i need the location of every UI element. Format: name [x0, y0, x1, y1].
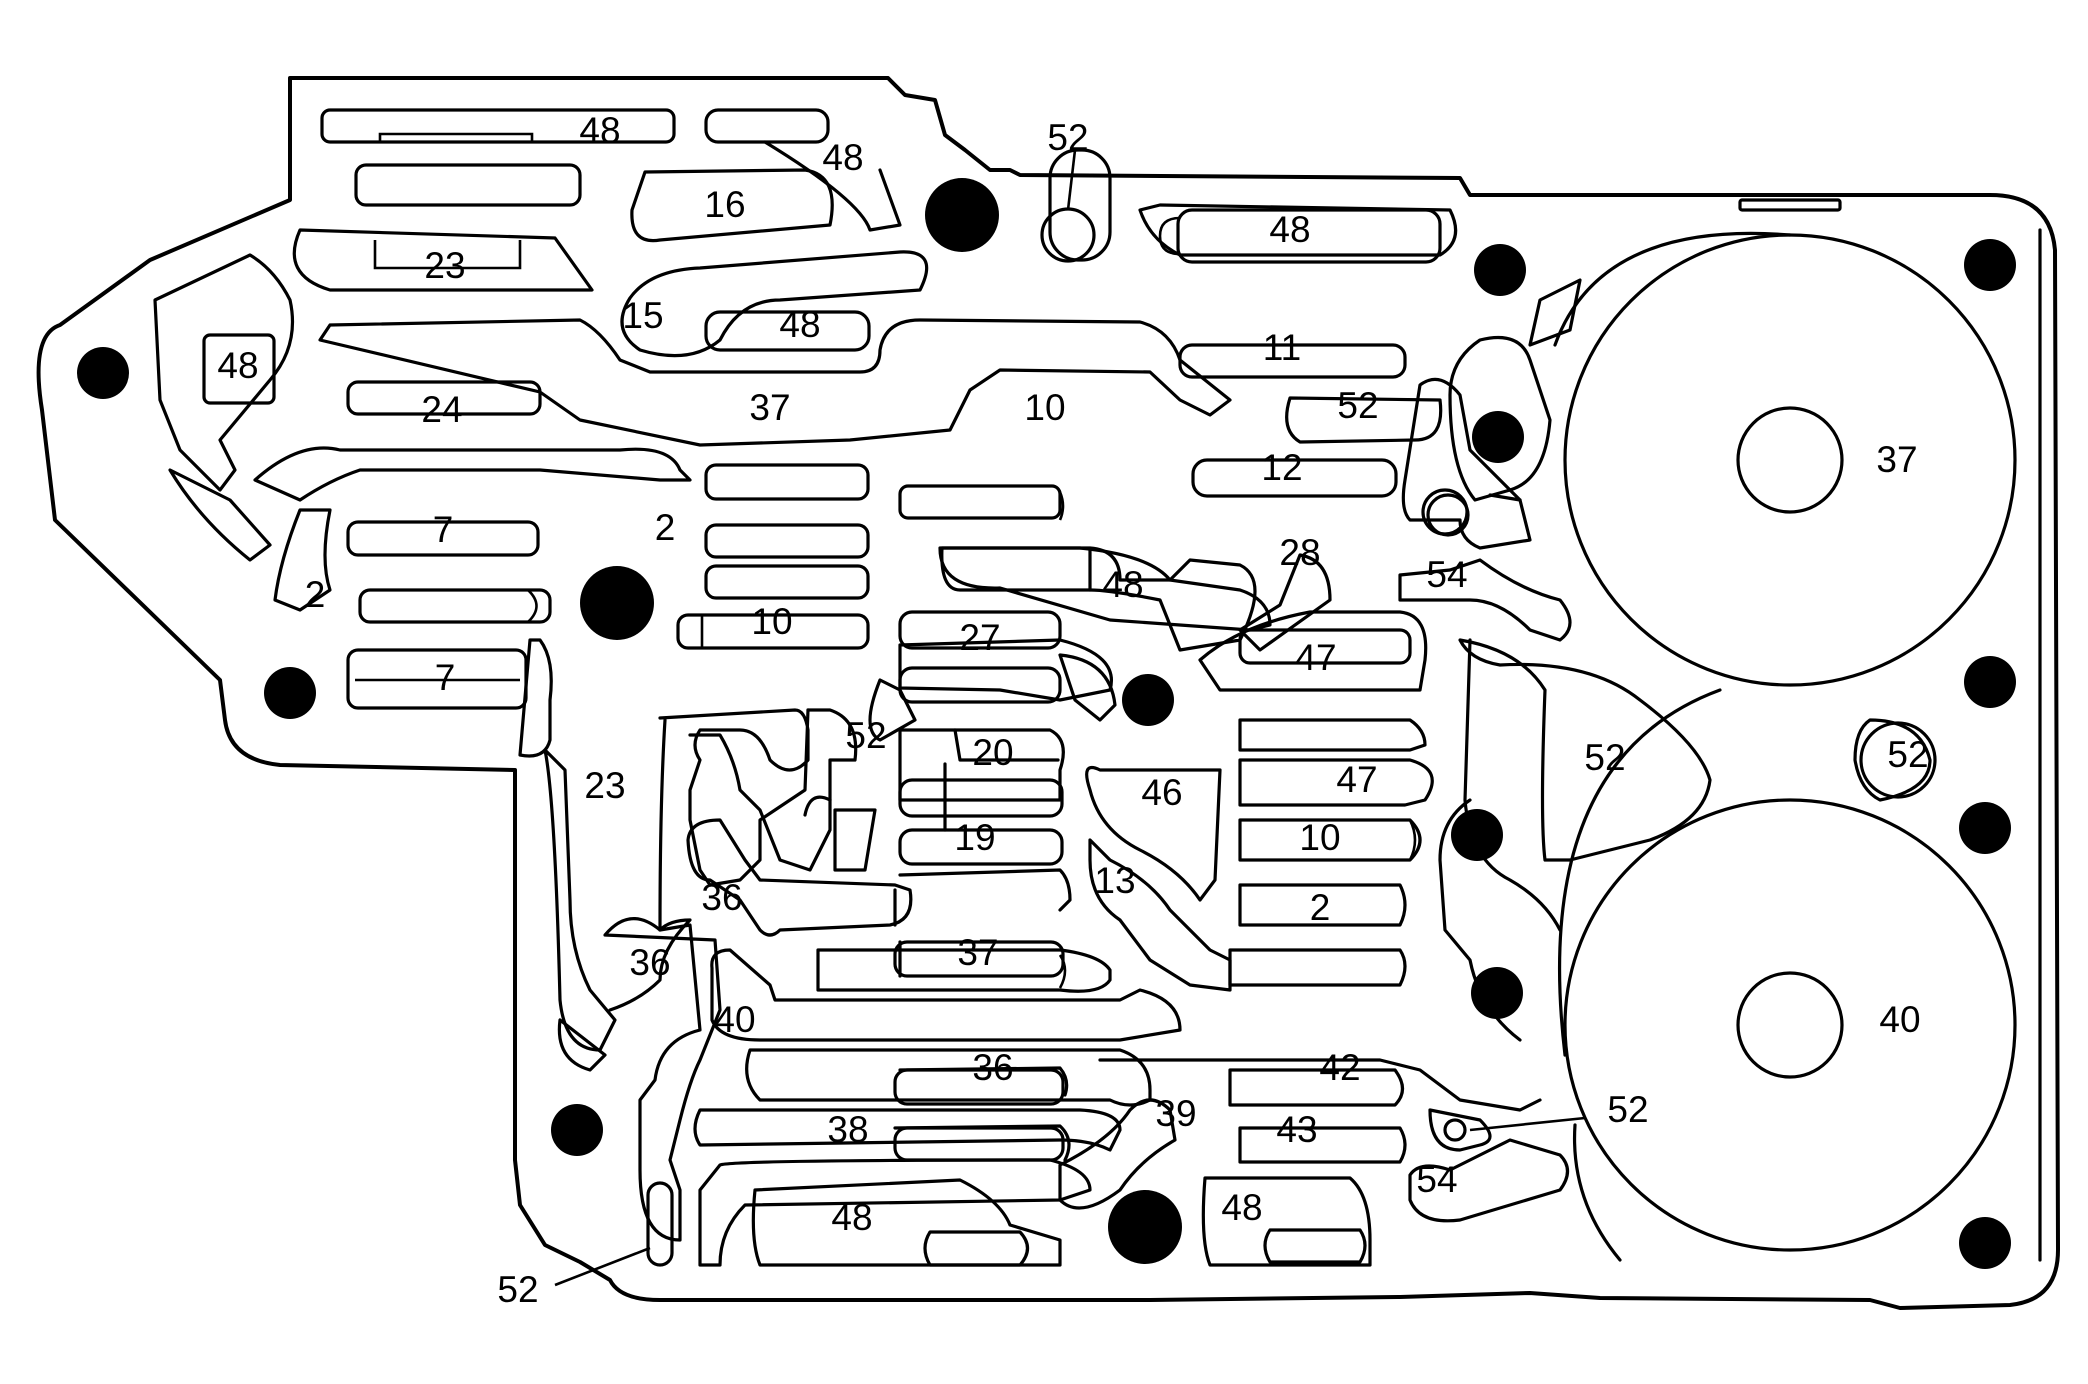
passage-label: 28: [1279, 532, 1320, 573]
passage-label: 52: [1607, 1089, 1648, 1130]
passage-label: 42: [1319, 1047, 1360, 1088]
passage-label: 2: [305, 574, 326, 615]
passage-label: 20: [972, 732, 1013, 773]
passage-label: 38: [827, 1109, 868, 1150]
passage-label: 10: [1024, 387, 1065, 428]
passage-label: 24: [421, 389, 462, 430]
passage-label: 52: [497, 1269, 538, 1310]
passage-label: 13: [1094, 860, 1135, 901]
passage-label: 37: [1876, 439, 1917, 480]
passage-label: 47: [1295, 637, 1336, 678]
passage-label: 36: [701, 877, 742, 918]
passage-label: 48: [1269, 209, 1310, 250]
passage-label: 48: [822, 137, 863, 178]
passage-label: 48: [779, 304, 820, 345]
servo-wall: [1572, 1123, 1622, 1262]
passage-label: 15: [622, 295, 663, 336]
leader-line: [1469, 1116, 1586, 1132]
passage-label: 54: [1416, 1159, 1457, 1200]
passage-label: 37: [957, 932, 998, 973]
passage-label: 48: [579, 110, 620, 151]
passage-label: 47: [1336, 759, 1377, 800]
passage-label: 2: [1310, 887, 1331, 928]
passage-label: 7: [435, 657, 456, 698]
passage-label: 48: [1102, 564, 1143, 605]
passage-label: 27: [959, 617, 1000, 658]
passage-label: 46: [1141, 772, 1182, 813]
passage-label: 40: [714, 999, 755, 1040]
passage-label: 40: [1879, 999, 1920, 1040]
leader-line: [1066, 149, 1077, 211]
passage-label: 36: [629, 942, 670, 983]
servo-bore-lower: [1563, 798, 2017, 1252]
passage-label: 10: [751, 601, 792, 642]
passage-label: 19: [954, 817, 995, 858]
passage-label: 39: [1155, 1093, 1196, 1134]
passage-labels: 48 48 52 16 48 23 15 48 48 11 24 37 10 5…: [217, 110, 1928, 1310]
bolt-holes: [77, 178, 2016, 1269]
passage-label: 23: [424, 245, 465, 286]
passage-label: 2: [655, 507, 676, 548]
passage-label: 43: [1276, 1109, 1317, 1150]
passage-label: 52: [1047, 117, 1088, 158]
passage-label: 16: [704, 184, 745, 225]
passage-label: 11: [1263, 327, 1301, 368]
passage-label: 52: [1887, 734, 1928, 775]
servo-hole-upper: [1736, 406, 1844, 514]
passages: [153, 108, 1937, 1267]
passage-label: 48: [831, 1197, 872, 1238]
passage-label: 12: [1261, 447, 1302, 488]
passage-label: 54: [1426, 554, 1467, 595]
passage-label: 10: [1299, 817, 1340, 858]
servo-bore-upper: [1563, 233, 2017, 687]
passage-label: 7: [433, 509, 454, 550]
passage-label: 23: [584, 765, 625, 806]
passage-label: 52: [1584, 737, 1625, 778]
passage-label: 48: [1221, 1187, 1262, 1228]
passage-label: 37: [749, 387, 790, 428]
passage-label: 52: [845, 715, 886, 756]
passage-label: 48: [217, 345, 258, 386]
passage-label: 36: [972, 1047, 1013, 1088]
plate-outline: [36, 76, 2060, 1310]
leader-line: [554, 1246, 651, 1287]
passage-label: 52: [1337, 385, 1378, 426]
servo-hole-lower: [1736, 971, 1844, 1079]
servo-wall: [1558, 688, 1722, 1057]
servo-wall: [1553, 231, 1792, 347]
